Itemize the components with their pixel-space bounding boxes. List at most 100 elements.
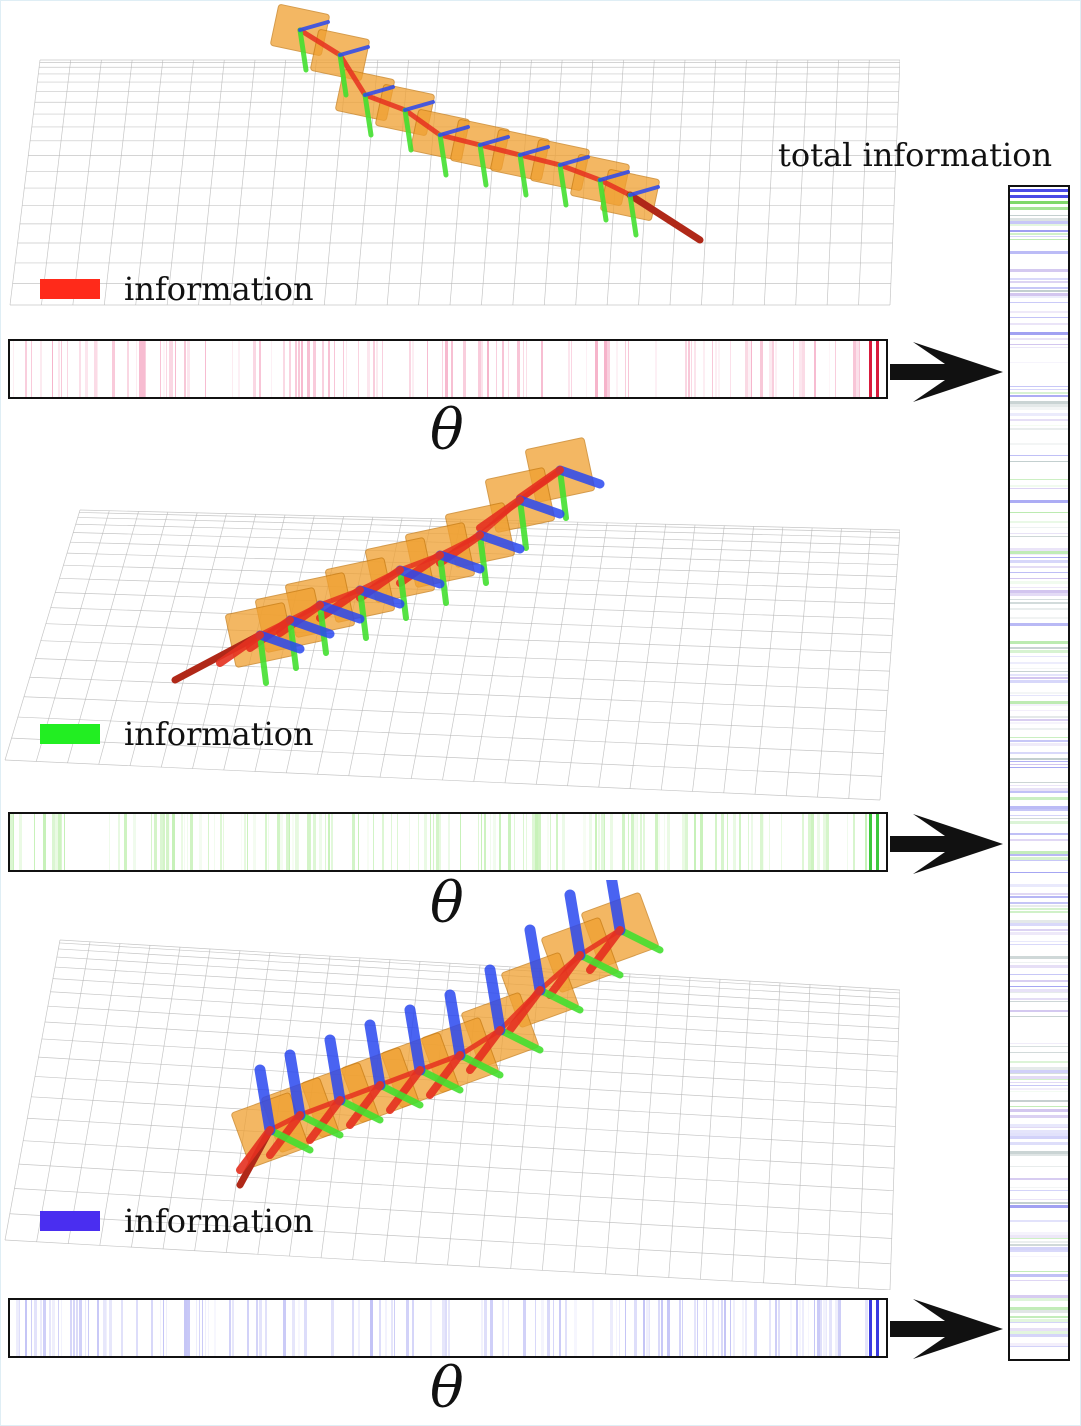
total-line [1010,818,1068,819]
total-line [1010,923,1068,926]
strip-line [436,814,439,870]
total-line [1010,782,1068,783]
strip-line [181,814,183,870]
strip-line [826,1300,827,1356]
strip-line [682,1300,683,1356]
strip-line [853,341,856,397]
strip-line [589,814,592,870]
strip-line [301,341,303,397]
total-line [1010,1295,1068,1298]
axis-red [476,496,524,532]
strip-line [799,1300,801,1356]
total-line [1010,839,1068,841]
axis-green [456,1051,504,1079]
axis-green [496,1026,544,1054]
total-line [1010,608,1068,610]
strip-line [85,341,88,397]
total-line [1010,791,1068,793]
strip-line [586,341,587,397]
axis-green [557,467,569,521]
strip-line [442,341,443,397]
strip-line [829,341,830,397]
strip-line [310,814,311,870]
strip-line [562,814,565,870]
total-line [1010,323,1068,325]
strip-line [199,814,202,870]
total-line [1010,815,1068,816]
total-line [1010,293,1068,296]
strip-line [265,1300,267,1356]
strip-line [727,814,728,870]
total-line [1010,554,1068,555]
strip-line [94,341,97,397]
strip-line [295,341,297,397]
arrow-icon [890,342,1003,402]
strip-line [52,1300,55,1356]
total-line [1010,443,1068,445]
arrow-icon [890,1299,1003,1359]
axis-blue [564,889,586,961]
total-line [1010,1343,1068,1346]
strip-line [103,1300,106,1356]
robot-scene-1 [9,4,900,306]
strip-line [703,1300,705,1356]
strip-line [61,341,62,397]
axis-blue [515,495,565,519]
total-line [1010,1328,1068,1331]
strip-line [199,1300,200,1356]
total-line [1010,332,1068,335]
total-line [1010,215,1068,216]
strip-line [85,1300,86,1356]
total-line [1010,929,1068,931]
strip-line [256,1300,258,1356]
strip-line [535,1300,536,1356]
strip-line [685,814,688,870]
strip-line [490,814,491,870]
strip-line [697,1300,698,1356]
strip-line [769,1300,771,1356]
spine-axis [626,191,704,244]
strip-line [67,341,68,397]
strip-line [802,1300,804,1356]
total-line [1010,788,1068,791]
strip-line [292,1300,295,1356]
axis-red [316,586,364,622]
strip-line [283,341,285,397]
strip-line [445,1300,447,1356]
strip-line [187,341,190,397]
total-line [1010,239,1068,240]
strip-line [700,814,703,870]
strip-line [49,1300,51,1356]
strip-line [367,814,369,870]
robot-model [231,880,664,1189]
strip-line [160,341,161,397]
strip-line [523,341,524,397]
axis-green [266,1126,314,1154]
strip-line [154,814,157,870]
total-line [1010,758,1068,760]
strip-line [478,814,479,870]
strip-line [616,341,618,397]
total-line [1010,590,1068,593]
strip-line [58,1300,59,1356]
total-line [1010,752,1068,754]
strip-line [835,1300,838,1356]
total-line [1010,1244,1068,1246]
strip-line [31,1300,32,1356]
strip-line [58,341,60,397]
strip-highlight [876,1300,879,1356]
strip-line [706,1300,707,1356]
strip-line [664,814,665,870]
strip-line [835,341,836,397]
strip-line [391,814,392,870]
strip-line [409,341,411,397]
total-line [1010,986,1068,987]
strip-line [124,814,127,870]
strip-line [496,341,497,397]
strip-line [151,1300,153,1356]
robot-model [270,4,704,244]
total-line [1010,548,1068,551]
total-line [1010,1310,1068,1313]
strip-line [667,1300,670,1356]
strip-line [631,814,634,870]
